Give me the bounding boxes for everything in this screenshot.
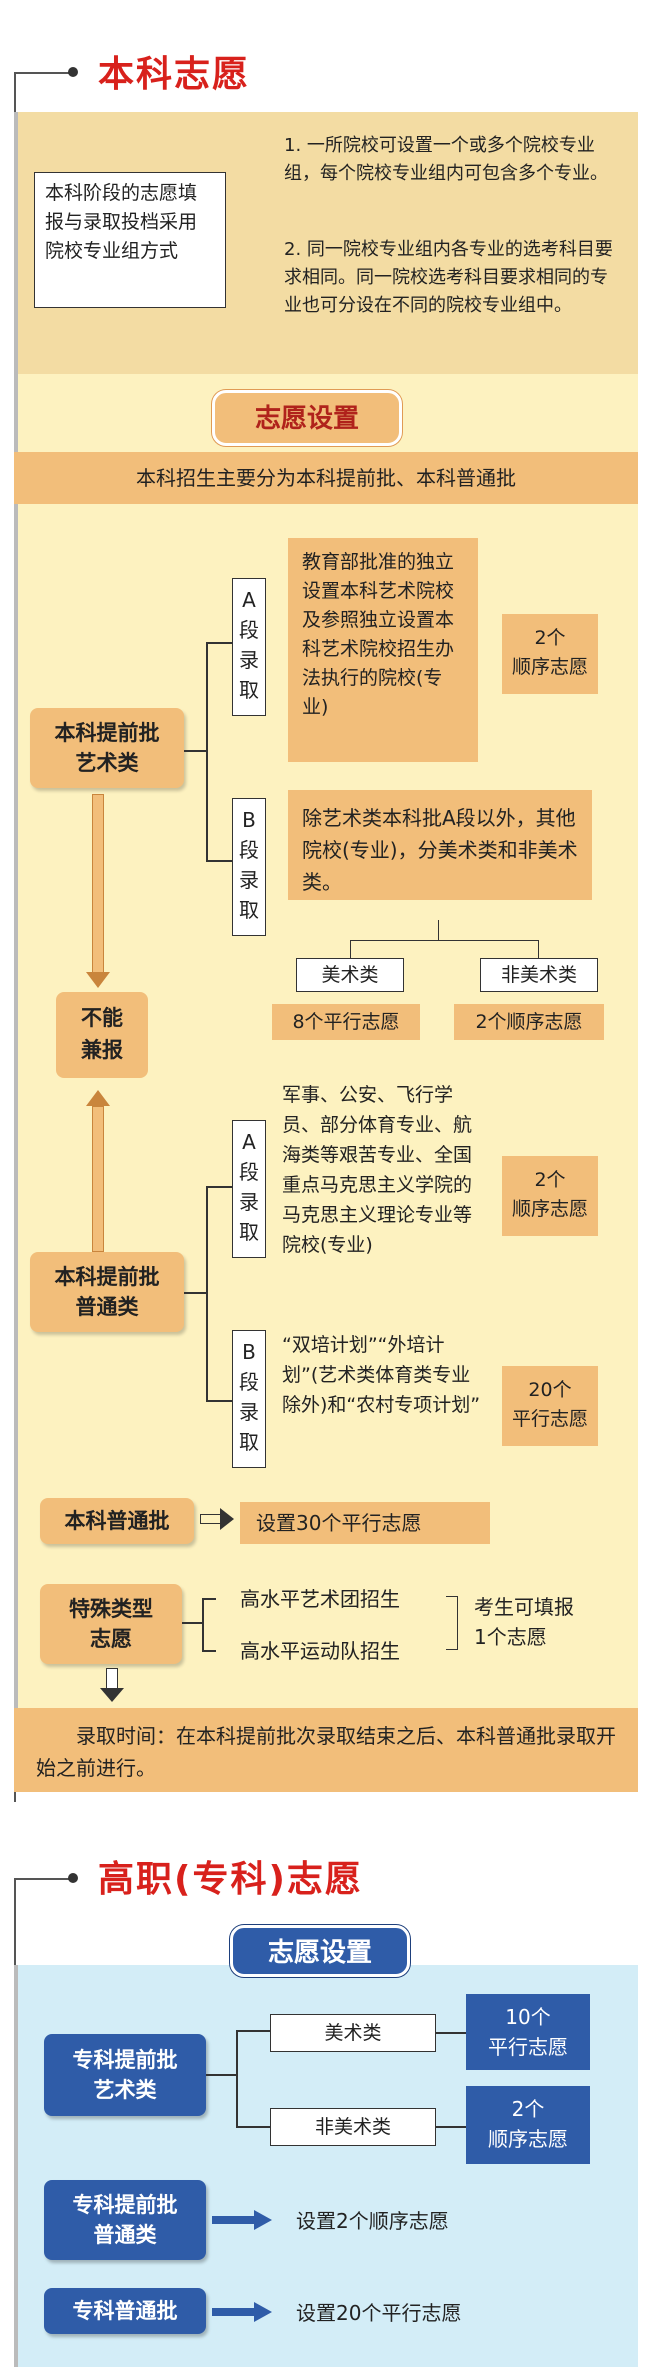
- general-connector-a: [206, 1186, 232, 1188]
- art-meishu-box: 美术类: [296, 958, 404, 992]
- general-connector-b: [206, 1400, 232, 1402]
- zk-art-connector-v: [236, 2030, 238, 2126]
- art-b-split-l: [350, 940, 351, 958]
- zk-regular-arrow-head: [254, 2302, 272, 2322]
- art-b-desc: 除艺术类本科批A段以外，其他院校(专业)，分美术类和非美术类。: [288, 790, 592, 900]
- intro-box: 本科阶段的志愿填报与录取投档采用院校专业组方式: [34, 172, 226, 308]
- zk-feimeishu-result: 2个 顺序志愿: [466, 2086, 590, 2164]
- general-early-batch-label: 本科提前批 普通类: [30, 1252, 184, 1332]
- title-connector-top: [14, 72, 76, 74]
- arrow-up-head: [86, 1090, 110, 1106]
- intro-note-2: 2. 同一院校专业组内各专业的选考科目要求相同。同一院校选考科目要求相同的专业也…: [284, 239, 613, 316]
- zk-general-result: 设置2个顺序志愿: [296, 2209, 449, 2233]
- title2-connector-top: [14, 1878, 76, 1880]
- zk-regular-result: 设置20个平行志愿: [296, 2301, 462, 2325]
- special-result: 考生可填报 1个志愿: [474, 1595, 574, 1649]
- zhuanke-art-label: 专科提前批 艺术类: [44, 2034, 206, 2116]
- special-connector-v: [202, 1598, 204, 1650]
- section-title-benke: 本科志愿: [98, 54, 251, 95]
- special-bracket: [446, 1596, 458, 1650]
- zhuanke-general-label: 专科提前批 普通类: [44, 2180, 206, 2260]
- general-connector-h: [184, 1292, 206, 1294]
- general-a-desc: 军事、公安、飞行学员、部分体育专业、航海类等艰苦专业、全国重点马克思主义学院的马…: [282, 1084, 473, 1256]
- special-type-label: 特殊类型 志愿: [40, 1584, 182, 1664]
- regular-arrow-icon: [200, 1514, 220, 1524]
- title2-bullet-dot: [68, 1873, 78, 1883]
- art-connector-v: [206, 642, 208, 860]
- special-item-sports-team: 高水平运动队招生: [240, 1639, 400, 1663]
- special-connector-a: [202, 1598, 216, 1600]
- title-bullet-dot: [68, 67, 78, 77]
- art-b-split-v: [438, 920, 439, 940]
- zk-art-connector-a: [236, 2030, 270, 2032]
- zk-general-arrow-shaft: [212, 2216, 254, 2224]
- general-connector-v: [206, 1186, 208, 1400]
- special-item-art-troupe: 高水平艺术团招生: [240, 1587, 400, 1611]
- special-arrow-shaft: [106, 1668, 118, 1688]
- regular-arrow-head: [220, 1508, 234, 1530]
- art-early-batch-label: 本科提前批 艺术类: [30, 708, 184, 788]
- general-b-desc: “双培计划”“外培计划”(艺术类体育类专业除外)和“农村专项计划”: [282, 1334, 481, 1416]
- zk-art-connector-h: [206, 2074, 236, 2076]
- general-b-segment-label: B段录取: [232, 1330, 266, 1468]
- art-connector-b: [206, 860, 232, 862]
- art-meishu-result: 8个平行志愿: [272, 1004, 420, 1040]
- art-connector-a: [206, 642, 232, 644]
- art-b-segment-label: B段录取: [232, 798, 266, 936]
- arrow-down-head: [86, 972, 110, 988]
- general-a-result: 2个 顺序志愿: [502, 1156, 598, 1236]
- zk-art-connector-b: [236, 2126, 270, 2128]
- art-a-segment-label: A段录取: [232, 578, 266, 716]
- general-a-segment-label: A段录取: [232, 1120, 266, 1258]
- regular-batch-result: 设置30个平行志愿: [240, 1502, 490, 1544]
- special-connector-h: [182, 1622, 202, 1624]
- art-feimeishu-result: 2个顺序志愿: [454, 1004, 604, 1040]
- general-b-result: 20个 平行志愿: [502, 1366, 598, 1446]
- arrow-up-shaft: [92, 1106, 104, 1252]
- art-a-result: 2个 顺序志愿: [502, 614, 598, 694]
- regular-batch-label: 本科普通批: [40, 1498, 194, 1544]
- zhuanke-regular-label: 专科普通批: [44, 2288, 206, 2334]
- admission-time-note: 录取时间：在本科提前批次录取结束之后、本科普通批录取开始之前进行。: [14, 1708, 638, 1792]
- art-a-desc: 教育部批准的独立设置本科艺术院校及参照独立设置本科艺术院校招生办法执行的院校(专…: [288, 538, 478, 762]
- enrollment-bar: 本科招生主要分为本科提前批、本科普通批: [14, 452, 638, 504]
- zk-meishu-box: 美术类: [270, 2014, 436, 2052]
- art-connector-h: [184, 750, 206, 752]
- zk-general-arrow-head: [254, 2210, 272, 2230]
- special-connector-b: [202, 1650, 216, 1652]
- zk-meishu-result: 10个 平行志愿: [466, 1994, 590, 2070]
- zk-regular-arrow-shaft: [212, 2308, 254, 2316]
- zk-feimeishu-box: 非美术类: [270, 2108, 436, 2146]
- art-feimeishu-box: 非美术类: [480, 958, 598, 992]
- art-b-split-r: [538, 940, 539, 958]
- special-arrow-head: [100, 1688, 124, 1702]
- section-title-zhuanke: 高职(专科)志愿: [98, 1859, 363, 1900]
- no-both-label: 不能 兼报: [56, 992, 148, 1078]
- settings-tab: 志愿设置: [212, 390, 402, 446]
- zk-feimeishu-link: [436, 2126, 466, 2128]
- zk-meishu-link: [436, 2032, 466, 2034]
- arrow-down-shaft: [92, 794, 104, 974]
- art-b-split-h: [350, 940, 538, 941]
- settings-tab-2: 志愿设置: [230, 1925, 410, 1977]
- intro-note-1: 1. 一所院校可设置一个或多个院校专业组，每个院校专业组内可包含多个专业。: [284, 135, 608, 184]
